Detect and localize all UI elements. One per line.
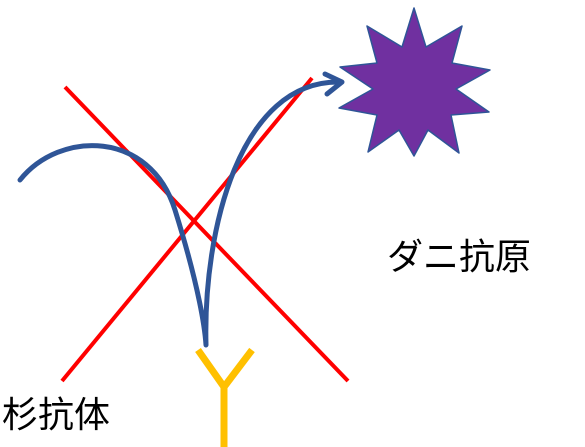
- cedar-antibody-label: 杉抗体: [2, 395, 111, 436]
- curved-arrow-icon: [17, 71, 345, 348]
- mite-antigen-label: ダニ抗原: [387, 237, 532, 278]
- cross-line-1: [63, 85, 350, 383]
- cross-mark-icon: [60, 76, 350, 383]
- antibody-left-arm: [195, 347, 227, 390]
- starburst-antigen-icon: [338, 7, 491, 157]
- arrow-path: [17, 79, 343, 348]
- cross-line-2: [60, 76, 314, 383]
- arrow-head: [322, 71, 345, 97]
- antibody-right-arm: [221, 347, 255, 390]
- y-shaped-antibody-icon: [195, 347, 255, 447]
